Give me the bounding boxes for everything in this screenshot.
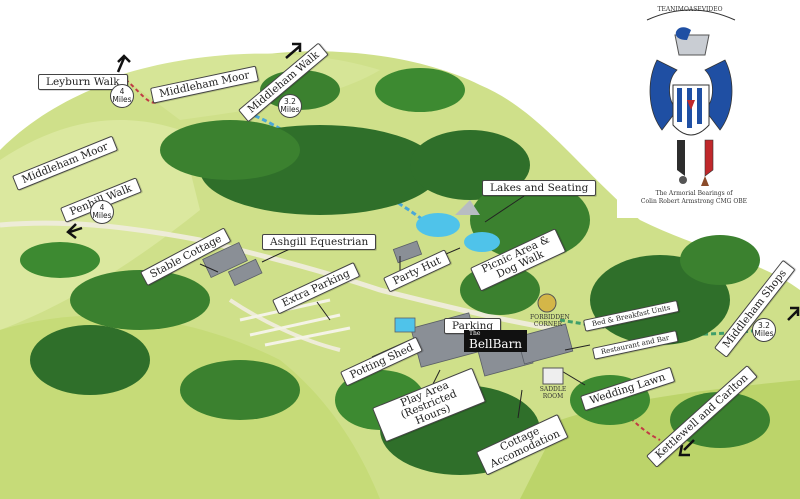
lakes <box>416 200 500 252</box>
armorial-crest-card <box>617 0 765 218</box>
field-top <box>120 53 380 120</box>
saddle-room-emblem <box>542 367 564 385</box>
saddle-room-sign: SADDLE ROOM <box>539 386 567 400</box>
armorial-crest-icon <box>646 9 736 186</box>
distance-penhill: 4 Miles <box>90 200 114 224</box>
crest-caption-line2: Colin Robert Armstrong CMG OBE <box>640 198 748 205</box>
forbidden-corner-emblem <box>537 293 557 313</box>
arrow-middleham-walk-icon <box>285 42 302 59</box>
crest-motto: TEANIMOASEVIDEO <box>657 6 723 13</box>
direction-arrows <box>66 42 800 457</box>
forbidden-corner-sign: FORBIDDEN CORNER <box>530 314 570 328</box>
crest-caption: The Armorial Bearings of Colin Robert Ar… <box>629 190 759 206</box>
label-lakes-and-seating: Lakes and Seating <box>482 180 597 196</box>
arrow-middleham-shops-icon <box>787 306 800 321</box>
arrow-kettlewell-icon <box>678 439 695 457</box>
distance-middleham-shops: 3.2 Miles <box>752 318 776 342</box>
distance-middleham-walk: 3.2 Miles <box>278 94 302 118</box>
woodland <box>20 68 770 475</box>
trail-middleham-walk <box>239 108 431 227</box>
main-track <box>0 220 561 333</box>
label-leyburn-walk: Leyburn Walk <box>38 74 128 90</box>
distance-leyburn: 4 Miles <box>110 84 134 108</box>
crest-caption-line1: The Armorial Bearings of <box>655 190 733 197</box>
label-ashgill-equestrian: Ashgill Equestrian <box>262 234 377 250</box>
arrow-leyburn-icon <box>116 54 131 73</box>
arrow-penhill-icon <box>66 223 83 239</box>
